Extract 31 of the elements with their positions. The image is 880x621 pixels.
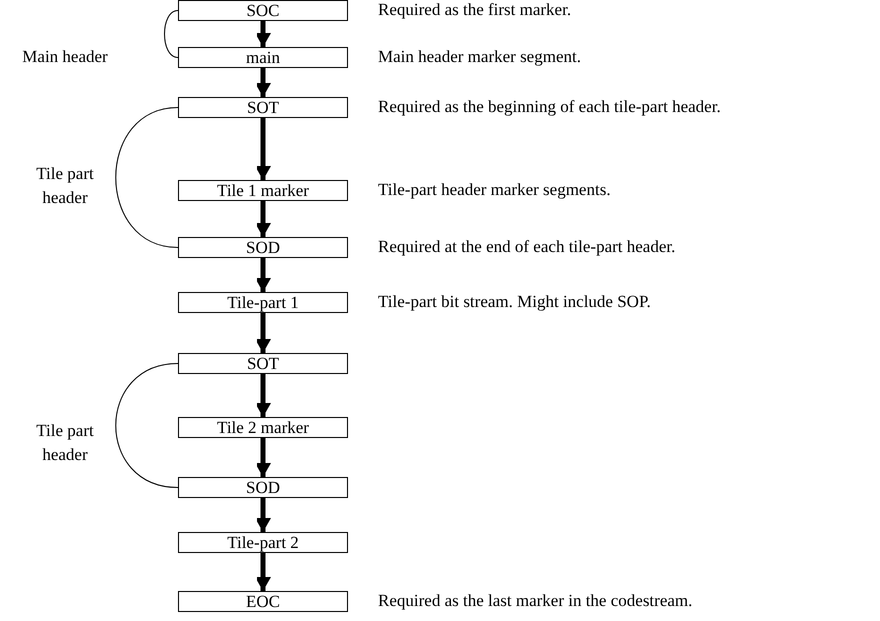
marker-box: Tile 1 marker [178, 180, 348, 201]
marker-box: SOD [178, 477, 348, 498]
marker-box: Tile-part 1 [178, 292, 348, 313]
arrow [255, 258, 271, 292]
arrow [255, 438, 271, 477]
arrow [255, 313, 271, 353]
section-label: Main header [21, 46, 109, 68]
arrow [255, 201, 271, 237]
description-text: Required as the last marker in the codestream. [378, 591, 692, 611]
arrow [255, 374, 271, 417]
description-text: Main header marker segment. [378, 47, 581, 67]
section-label: Tile part header [35, 420, 95, 466]
arrow [255, 68, 271, 97]
marker-box: SOT [178, 353, 348, 374]
description-text: Tile-part bit stream. Might include SOP. [378, 292, 651, 312]
marker-box: SOD [178, 237, 348, 258]
marker-box: SOC [178, 0, 348, 21]
marker-box: SOT [178, 97, 348, 118]
marker-box: Tile 2 marker [178, 417, 348, 438]
marker-box: main [178, 47, 348, 68]
marker-box: EOC [178, 591, 348, 612]
description-text: Tile-part header marker segments. [378, 180, 611, 200]
arrow [255, 553, 271, 591]
arrow [255, 118, 271, 180]
arrow [255, 498, 271, 532]
description-text: Required as the beginning of each tile-part header. [378, 97, 721, 117]
description-text: Required at the end of each tile-part header. [378, 237, 676, 257]
description-text: Required as the first marker. [378, 0, 572, 20]
section-label: Tile part header [35, 163, 95, 209]
marker-box: Tile-part 2 [178, 532, 348, 553]
arrow [255, 21, 271, 47]
